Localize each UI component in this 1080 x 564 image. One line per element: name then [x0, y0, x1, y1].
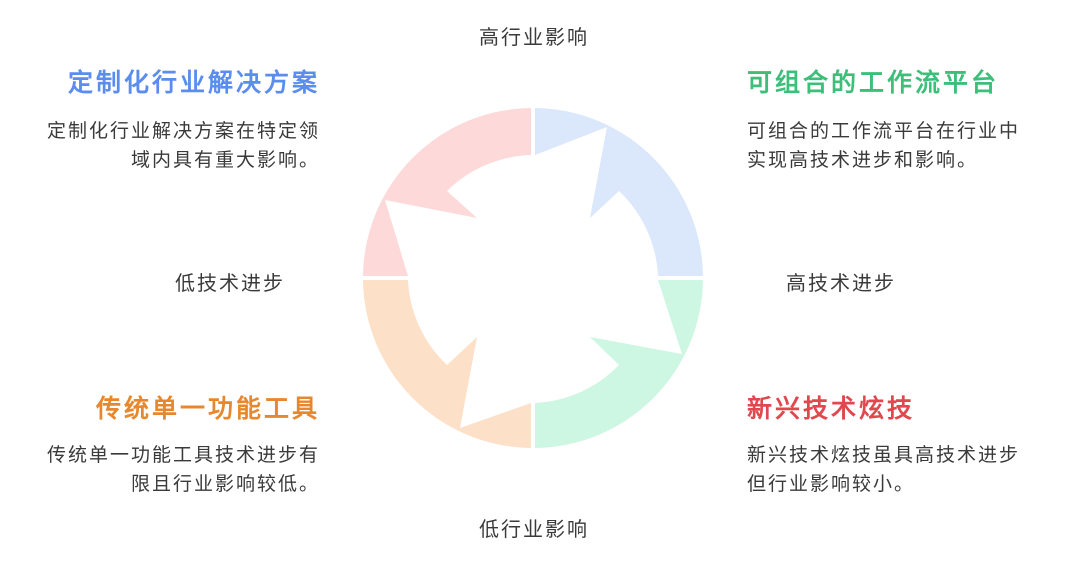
- desc-line: 但行业影响较小。: [747, 473, 916, 495]
- desc-line: 可组合的工作流平台在行业中: [747, 120, 1021, 142]
- desc-line: 实现高技术进步和影响。: [747, 149, 979, 171]
- quadrant-title-top-left: 定制化行业解决方案: [67, 68, 320, 97]
- axis-label-bottom: 低行业影响: [479, 517, 589, 541]
- segment-bottom-right: [535, 280, 703, 448]
- segment-top-left: [363, 108, 531, 276]
- quadrant-desc-bottom-left: 传统单一功能工具技术进步有 限且行业影响较低。: [47, 441, 320, 499]
- segment-bottom-left: [363, 280, 531, 448]
- axis-label-left: 低技术进步: [175, 271, 285, 295]
- desc-line: 新兴技术炫技虽具高技术进步: [747, 444, 1021, 466]
- desc-line: 定制化行业解决方案在特定领: [46, 120, 320, 142]
- desc-line: 传统单一功能工具技术进步有: [46, 444, 320, 466]
- desc-line: 限且行业影响较低。: [130, 473, 320, 495]
- quadrant-title-bottom-left: 传统单一功能工具: [95, 394, 320, 423]
- segment-top-right: [535, 108, 703, 276]
- axis-label-top: 高行业影响: [479, 25, 589, 49]
- desc-line: 域内具有重大影响。: [130, 149, 320, 171]
- quadrant-desc-bottom-right: 新兴技术炫技虽具高技术进步 但行业影响较小。: [747, 441, 1020, 499]
- axis-label-right: 高技术进步: [786, 271, 896, 295]
- quadrant-title-bottom-right: 新兴技术炫技: [747, 394, 916, 423]
- quadrant-title-top-right: 可组合的工作流平台: [747, 68, 1000, 97]
- quadrant-desc-top-left: 定制化行业解决方案在特定领 域内具有重大影响。: [47, 117, 320, 175]
- quadrant-desc-top-right: 可组合的工作流平台在行业中 实现高技术进步和影响。: [747, 117, 1020, 175]
